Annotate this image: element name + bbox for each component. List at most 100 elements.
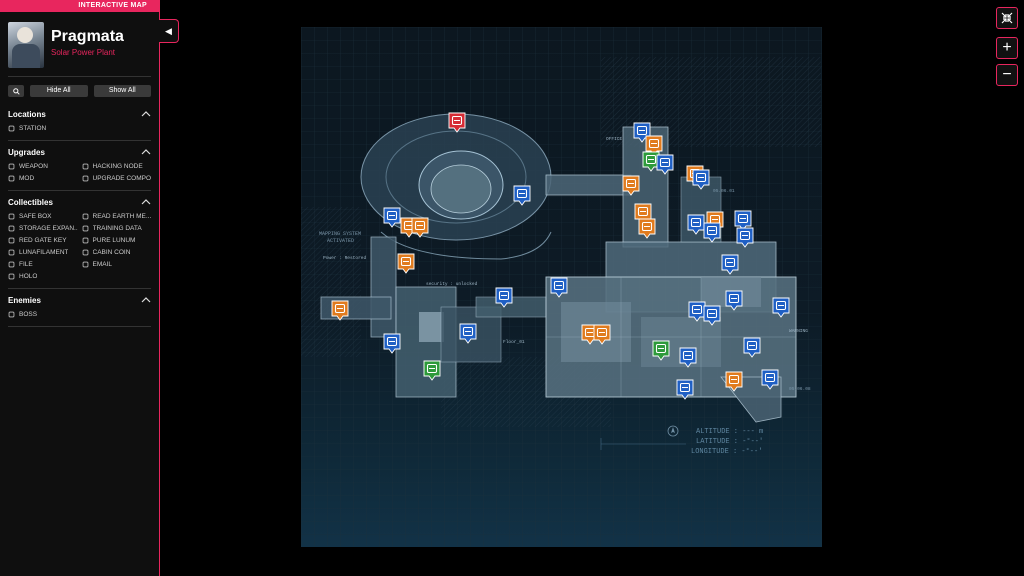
compass-icon [667,425,679,437]
filter-item-safe-box[interactable]: SAFE BOX [8,213,78,220]
filter-item-label: LUNAFILAMENT [19,249,69,256]
section-title: Locations [8,109,46,119]
chevron-up-icon [141,297,151,303]
station-icon [8,125,15,132]
filter-item-lunafilament[interactable]: LUNAFILAMENT [8,249,78,256]
map-marker-safe-box[interactable] [761,369,779,390]
section-title: Enemies [8,295,41,305]
zoom-in-button[interactable]: + [996,37,1018,59]
filter-item-cabin-coin[interactable]: CABIN COIN [82,249,152,256]
filter-item-station[interactable]: STATION [8,125,78,132]
map-marker-safe-box[interactable] [721,254,739,275]
weapon-icon [8,163,15,170]
collapse-sidebar-button[interactable]: ◀ [159,19,179,43]
section-header-locations[interactable]: Locations [0,103,159,123]
filter-item-red-gate-key[interactable]: RED GATE KEY [8,237,78,244]
email-icon [82,261,89,268]
map-marker-holo[interactable] [411,217,429,238]
game-avatar [8,22,44,68]
map-marker-read-earth-memory[interactable] [679,347,697,368]
filter-item-label: STATION [19,125,47,132]
filter-item-storage-expan[interactable]: STORAGE EXPAN... [8,225,78,232]
map-altitude: ALTITUDE : --- m [696,428,763,436]
map-marker-holo[interactable] [397,253,415,274]
map-marker-read-earth-memory[interactable] [550,277,568,298]
map-marker-safe-box[interactable] [513,185,531,206]
filter-item-label: UPGRADE COMPO... [92,175,152,182]
search-icon [12,87,20,95]
map-marker-station[interactable] [642,151,660,172]
search-button[interactable] [8,85,24,97]
upgrade-component-icon [82,175,89,182]
section-header-upgrades[interactable]: Upgrades [0,141,159,161]
map-marker-read-earth-memory[interactable] [725,290,743,311]
hide-all-button[interactable]: Hide All [30,85,88,97]
sidebar-banner: INTERACTIVE MAP [0,0,159,12]
map-marker-read-earth-memory[interactable] [703,305,721,326]
section-items: WEAPON HACKING NODE MOD UPGRADE COMPO... [0,161,159,186]
filter-item-email[interactable]: EMAIL [82,261,152,268]
filter-item-upgrade-compo[interactable]: UPGRADE COMPO... [82,175,152,182]
map-marker-lunafilament[interactable] [593,324,611,345]
filter-item-hacking-node[interactable]: HACKING NODE [82,163,152,170]
map-marker-safe-box[interactable] [734,210,752,231]
map-marker-read-earth-memory[interactable] [692,169,710,190]
map-marker-holo[interactable] [656,154,674,175]
map-marker-email[interactable] [638,218,656,239]
chevron-left-icon: ◀ [165,26,172,36]
filter-item-mod[interactable]: MOD [8,175,78,182]
hacking-node-icon [82,163,89,170]
section-header-collectibles[interactable]: Collectibles [0,191,159,211]
section-header-enemies[interactable]: Enemies [0,289,159,309]
chevron-up-icon [141,199,151,205]
lunafilament-icon [8,249,15,256]
map-markers [331,112,790,400]
pure-lunum-icon [82,237,89,244]
map-marker-read-earth-memory[interactable] [495,287,513,308]
boss-icon [8,311,15,318]
map-marker-safe-box[interactable] [743,337,761,358]
map-marker-read-earth-memory[interactable] [383,333,401,354]
filter-item-label: CABIN COIN [92,249,131,256]
chevron-up-icon [141,111,151,117]
zoom-out-button[interactable]: − [996,64,1018,86]
collapse-arrows-icon [1001,12,1013,24]
map-marker-weapon[interactable] [688,301,706,322]
file-icon [8,261,15,268]
map-marker-read-earth-memory[interactable] [459,323,477,344]
map-marker-station[interactable] [423,360,441,381]
read-earth-memory-icon [82,213,89,220]
filter-item-weapon[interactable]: WEAPON [8,163,78,170]
map-marker-read-earth-memory[interactable] [703,222,721,243]
filter-item-read-earth-me[interactable]: READ EARTH ME... [82,213,152,220]
map-marker-read-earth-memory[interactable] [687,214,705,235]
section-title: Collectibles [8,197,53,207]
map-marker-read-earth-memory[interactable] [676,379,694,400]
map-canvas: MAPPING SYSTEM ACTIVATED Power : Restore… [301,27,822,547]
map-marker-read-earth-memory[interactable] [383,207,401,228]
filter-item-label: STORAGE EXPAN... [19,225,78,232]
map-marker-cabin-coin[interactable] [331,300,349,321]
filter-item-training-data[interactable]: TRAINING DATA [82,225,152,232]
map-marker-lunafilament[interactable] [725,371,743,392]
map-label-mapping: MAPPING SYSTEM [319,231,361,237]
map-view[interactable]: MAPPING SYSTEM ACTIVATED Power : Restore… [301,27,822,547]
filter-item-boss[interactable]: BOSS [8,311,78,318]
map-latitude: LATITUDE : -°--' [696,437,763,446]
show-all-button[interactable]: Show All [93,85,151,97]
filter-item-file[interactable]: FILE [8,261,78,268]
map-marker-file[interactable] [622,175,640,196]
cabin-coin-icon [82,249,89,256]
filter-item-pure-lunum[interactable]: PURE LUNUM [82,237,152,244]
filter-item-label: SAFE BOX [19,213,52,220]
filter-item-label: READ EARTH ME... [92,213,152,220]
map-marker-weapon[interactable] [736,227,754,248]
map-marker-boss[interactable] [448,112,466,133]
map-label-coord2: 05.06.08 [789,386,811,392]
filter-item-holo[interactable]: HOLO [8,273,78,280]
filter-toolbar: Hide All Show All [0,77,159,103]
map-marker-read-earth-memory[interactable] [772,297,790,318]
map-marker-station[interactable] [652,340,670,361]
fullscreen-button[interactable] [996,7,1018,29]
